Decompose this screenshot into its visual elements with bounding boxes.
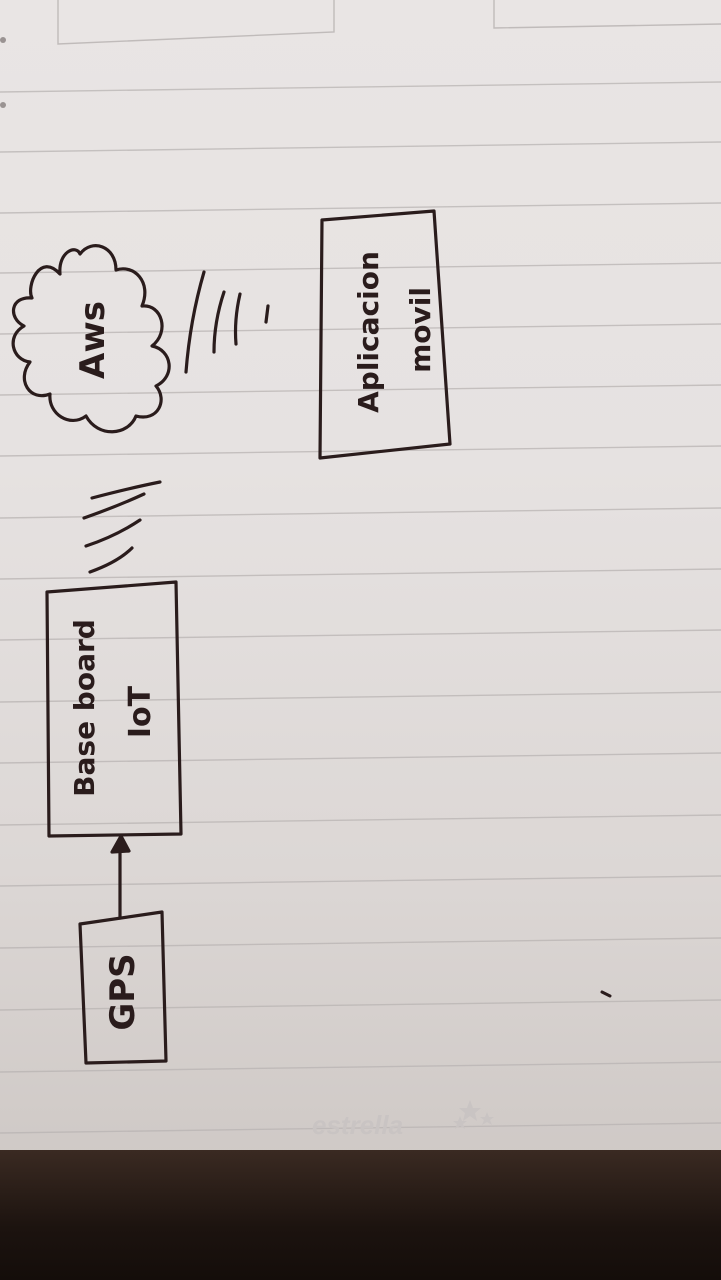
- brand-watermark: estrella: [312, 1110, 403, 1140]
- rule-line: [0, 1061, 721, 1073]
- rule-line: [0, 752, 721, 764]
- pen-mark: [600, 990, 612, 998]
- mobile-app-box: [318, 209, 452, 460]
- header-box-left: [57, 0, 335, 45]
- rule-line: [0, 814, 721, 826]
- rule-line: [0, 262, 721, 274]
- arrow-head: [110, 834, 131, 854]
- page-header-boxes: [57, 0, 721, 45]
- base-board-label: Base board: [68, 619, 101, 797]
- rule-line: [0, 507, 721, 519]
- aws-cloud: [11, 244, 171, 434]
- table-surface: [0, 1150, 721, 1280]
- aws-signal-icon: [184, 270, 270, 374]
- base-board-box: [45, 580, 183, 838]
- aws-label: Aws: [73, 301, 113, 379]
- mobile-app-label-line2: movil: [404, 287, 437, 373]
- rule-line: [0, 1122, 721, 1134]
- rule-line: [0, 445, 721, 457]
- board-signal-icon: [82, 480, 162, 574]
- rule-line: [0, 691, 721, 703]
- rule-line: [0, 568, 721, 580]
- rule-line: [0, 81, 721, 93]
- rule-line: [0, 999, 721, 1011]
- iot-label: IoT: [123, 685, 158, 738]
- rule-line: [0, 875, 721, 887]
- mobile-app-label: Aplicacion: [352, 251, 385, 413]
- brand-star-icon: [453, 1100, 494, 1129]
- rule-line: [0, 202, 721, 214]
- gps-box: [78, 910, 168, 1065]
- rule-line: [0, 384, 721, 396]
- ruled-lines: [0, 81, 721, 1134]
- spiral-binding: [0, 37, 6, 108]
- rule-line: [0, 629, 721, 641]
- rule-line: [0, 141, 721, 153]
- notebook-page: [0, 0, 721, 1160]
- gps-label: GPS: [103, 953, 143, 1030]
- rule-line: [0, 323, 721, 335]
- header-box-right: [493, 0, 721, 29]
- rule-line: [0, 937, 721, 949]
